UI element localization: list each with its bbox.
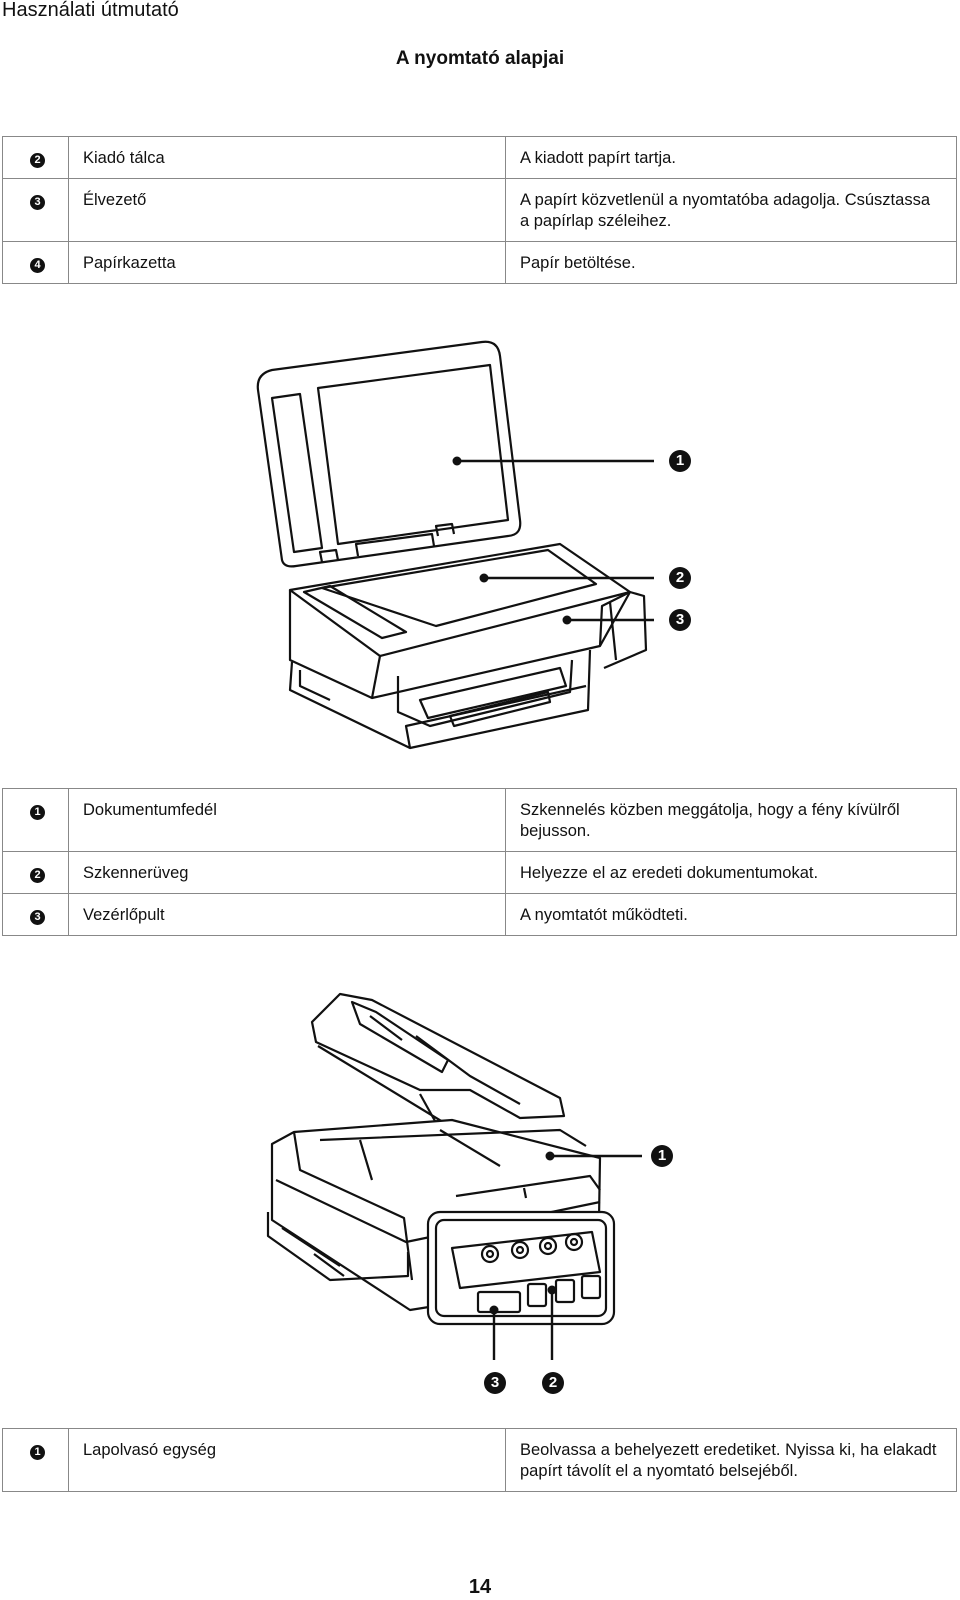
item-number-badge: 3 [30,910,45,925]
callout-2: 2 [542,1372,564,1394]
callout-2: 2 [669,567,691,589]
part-description: A nyomtatót működteti. [505,893,957,936]
item-number-badge: 3 [30,195,45,210]
part-description: Szkennelés közben meggátolja, hogy a fén… [505,788,957,852]
table-row: 1 Lapolvasó egység Beolvassa a behelyeze… [2,1428,957,1492]
callout-1: 1 [651,1145,673,1167]
part-description: A kiadott papírt tartja. [505,136,957,179]
callout-3: 3 [484,1372,506,1394]
page-number: 14 [468,1576,492,1598]
part-name: Kiadó tálca [68,136,506,179]
table-row: 2 Kiadó tálca A kiadott papírt tartja. [2,136,957,179]
parts-table-3: 1 Lapolvasó egység Beolvassa a behelyeze… [2,1428,957,1492]
section-title: A nyomtató alapjai [395,48,565,69]
part-name: Lapolvasó egység [68,1428,506,1492]
part-name: Szkennerüveg [68,851,506,894]
part-description: Helyezze el az eredeti dokumentumokat. [505,851,957,894]
part-description: Beolvassa a behelyezett eredetiket. Nyis… [505,1428,957,1492]
item-number-badge: 2 [30,868,45,883]
table-row: 2 Szkennerüveg Helyezze el az eredeti do… [2,851,957,894]
part-name: Papírkazetta [68,241,506,284]
printer-open-lid-illustration [256,340,654,750]
scanner-unit-open-illustration [266,992,642,1360]
callout-3: 3 [669,609,691,631]
item-number-badge: 1 [30,1445,45,1460]
part-name: Élvezető [68,178,506,242]
scanner-unit-figure: 1 3 2 [0,980,960,1420]
item-number-badge: 1 [30,805,45,820]
table-row: 3 Élvezető A papírt közvetlenül a nyomta… [2,178,957,242]
printer-scanner-figure: 1 2 3 [0,330,960,770]
part-name: Dokumentumfedél [68,788,506,852]
document-header: Használati útmutató [2,0,179,21]
table-row: 4 Papírkazetta Papír betöltése. [2,241,957,284]
part-name: Vezérlőpult [68,893,506,936]
item-number-badge: 4 [30,258,45,273]
table-row: 3 Vezérlőpult A nyomtatót működteti. [2,893,957,936]
part-description: Papír betöltése. [505,241,957,284]
parts-table-1: 2 Kiadó tálca A kiadott papírt tartja. 3… [2,136,957,284]
part-description: A papírt közvetlenül a nyomtatóba adagol… [505,178,957,242]
item-number-badge: 2 [30,153,45,168]
callout-1: 1 [669,450,691,472]
table-row: 1 Dokumentumfedél Szkennelés közben megg… [2,788,957,852]
parts-table-2: 1 Dokumentumfedél Szkennelés közben megg… [2,788,957,936]
